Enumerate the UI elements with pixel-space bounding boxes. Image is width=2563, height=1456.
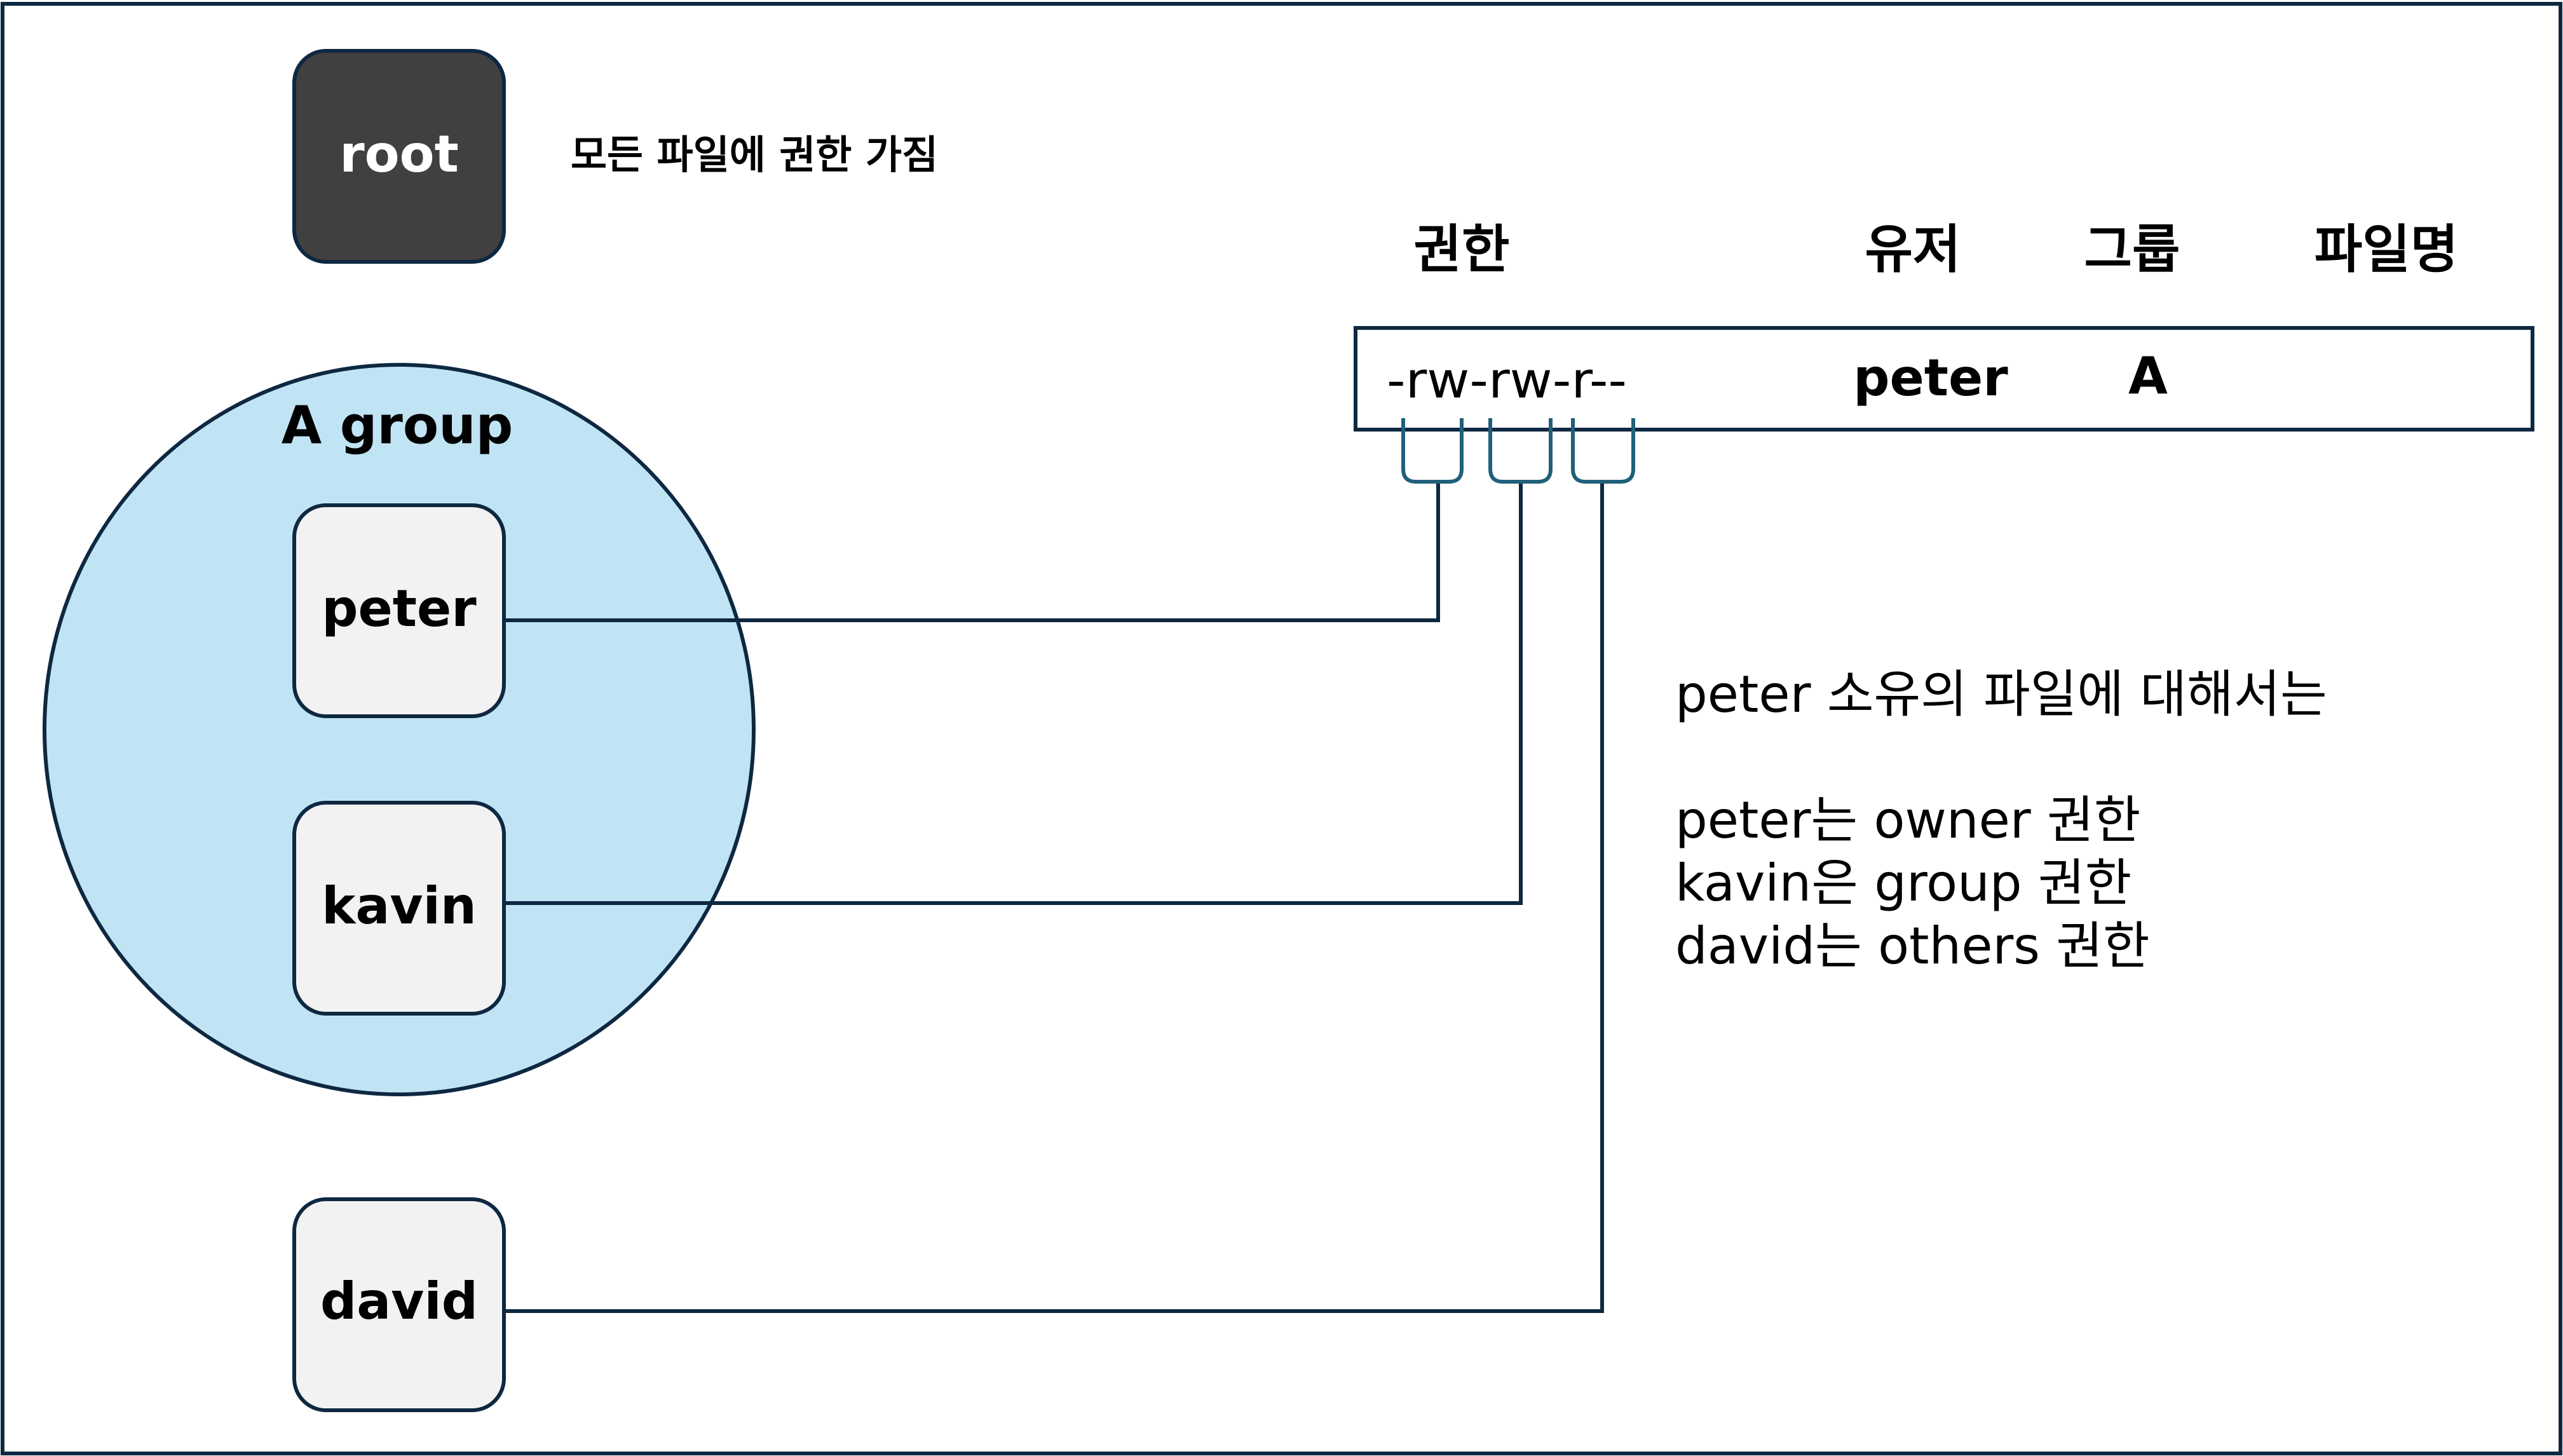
owner-connector-line [504,482,1440,622]
header-group: 그룹 [2084,219,2180,280]
group-label: A group [282,395,513,456]
user-label-kavin: kavin [322,876,477,936]
user-label-peter: peter [322,579,477,638]
user-box-kavin [292,801,506,1016]
permission-string: -rw-rw-r-- [1387,352,1627,409]
header-filename: 파일명 [2315,219,2458,280]
explanation-title: peter 소유의 파일에 대해서는 [1675,665,2327,724]
root-description: 모든 파일에 권한 가짐 [571,132,938,178]
root-label: root [339,125,459,184]
root-box [292,49,506,264]
others-bits-bracket [1571,418,1635,484]
user-box-peter [292,503,506,718]
explanation-line-others: david는 others 권한 [1675,916,2150,976]
explanation-line-group: kavin은 group 권한 [1675,854,2131,913]
group-bits-bracket [1488,418,1553,484]
group-connector-line [504,482,1523,905]
header-user: 유저 [1865,219,1961,280]
explanation-line-owner: peter는 owner 권한 [1675,791,2140,850]
owner-bits-bracket [1401,418,1464,484]
file-group: A [2128,346,2168,405]
file-owner: peter [1853,348,2008,407]
header-permission: 권한 [1414,219,1510,280]
file-row [1354,326,2534,432]
user-box-david [292,1197,506,1412]
others-connector-line [504,482,1604,1313]
user-label-david: david [320,1272,478,1331]
group-circle [43,363,756,1096]
